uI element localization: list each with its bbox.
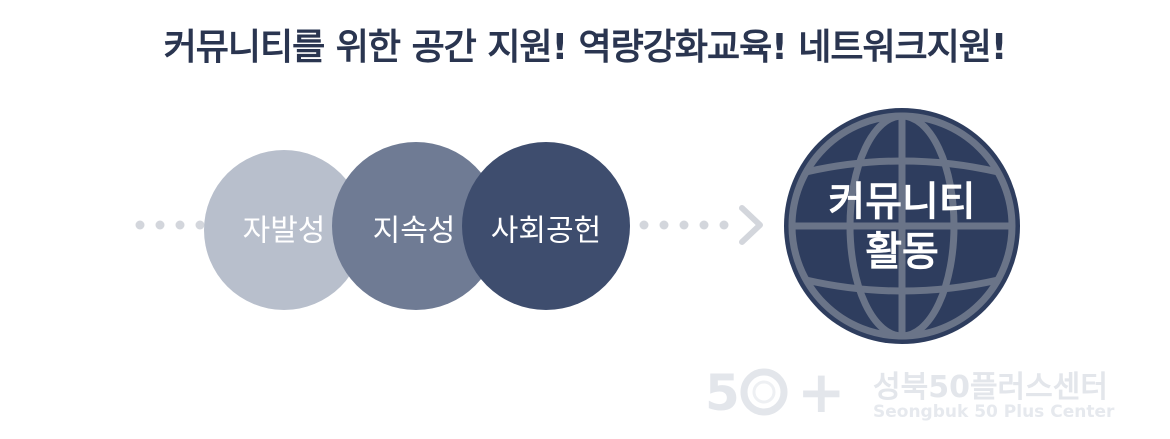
- circle-label-sahoegongheon: 사회공헌: [491, 214, 601, 249]
- circle-label-jisokseong: 지속성: [373, 214, 456, 249]
- watermark-ring-icon: [740, 368, 788, 416]
- arrow-head-icon: [739, 205, 763, 245]
- lead-dots: [135, 220, 205, 230]
- globe-label-line1: 커뮤니티: [828, 179, 975, 225]
- circle-jisokseong: [332, 142, 500, 310]
- headline: 커뮤니티를 위한 공간 지원! 역량강화교육! 네트워크지원!: [163, 27, 1008, 68]
- watermark-name-kr: 성북50플러스센터: [873, 370, 1108, 405]
- watermark-name-en: Seongbuk 50 Plus Center: [873, 402, 1115, 422]
- globe-label-line2: 활동: [865, 229, 939, 275]
- watermark-number: 5: [705, 364, 740, 422]
- circle-label-jabalseong: 자발성: [243, 214, 326, 249]
- circle-sahoegongheon: [462, 142, 630, 310]
- arrow-dots: [639, 220, 729, 230]
- watermark-logo: 5 + 성북50플러스센터 Seongbuk 50 Plus Center: [705, 358, 1125, 430]
- globe-icon: [784, 108, 1020, 344]
- watermark-plus: +: [797, 358, 846, 426]
- circle-jabalseong: [204, 150, 364, 310]
